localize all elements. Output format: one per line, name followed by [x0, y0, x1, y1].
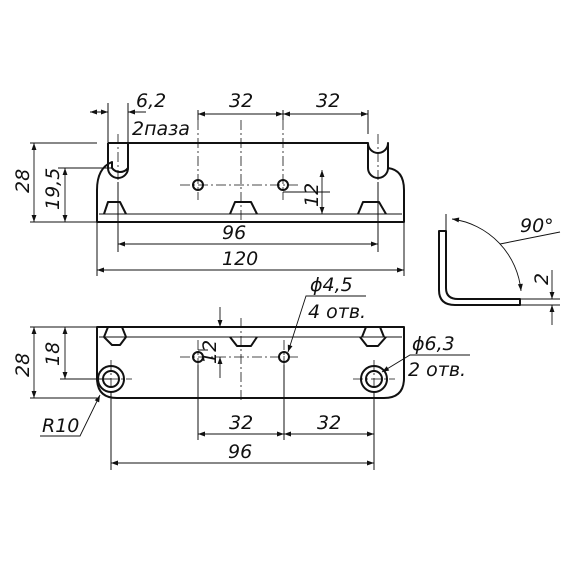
bottom-view-dim-height-total: 28 — [12, 353, 34, 377]
top-view-dim-slot-width: 6,2 — [136, 90, 166, 112]
side-view-dim-angle: 90° — [520, 215, 554, 237]
top-view-dim-hole-offset: 12 — [301, 183, 323, 207]
side-view-angle-arc — [451, 217, 523, 292]
bottom-view-large-hole-count: 2 отв. — [408, 359, 466, 381]
side-view: 90° 2 — [438, 214, 561, 325]
bottom-view-small-hole-leader — [287, 295, 366, 353]
top-view-dim-length: 120 — [222, 248, 258, 270]
top-view: 6,2 2паза 32 32 28 19,5 12 96 120 — [12, 90, 405, 276]
bottom-view-centerlines — [90, 318, 395, 400]
top-view-dim-height-slot: 19,5 — [42, 168, 64, 210]
bottom-view-large-hole-dia: ϕ6,3 — [412, 333, 455, 355]
side-view-dim-thickness: 2 — [531, 273, 553, 285]
top-view-dim-pitch-left: 32 — [229, 90, 253, 112]
top-view-dim-slot-span: 96 — [222, 222, 246, 244]
top-view-dim-height-total: 28 — [12, 169, 34, 193]
top-view-rib-left — [103, 201, 127, 215]
bottom-view-corner-radius: R10 — [42, 415, 79, 437]
side-view-angle-leader — [499, 231, 561, 245]
bottom-view-small-hole-count: 4 отв. — [308, 301, 366, 323]
top-view-outline — [96, 142, 405, 223]
bottom-view-radius-leader — [40, 394, 101, 437]
bottom-view-dim-height-hole: 18 — [42, 342, 64, 366]
top-view-extension-lines — [30, 103, 405, 276]
bottom-view-rib-middle — [229, 336, 258, 347]
top-view-rib-middle — [229, 201, 258, 215]
bottom-view-dim-pitch-right: 32 — [317, 412, 341, 434]
bottom-view-rib-right — [359, 326, 387, 347]
bottom-view: 28 18 12 ϕ4,5 4 отв. ϕ6,3 2 отв. R10 32 … — [12, 274, 470, 470]
top-view-rib-right — [357, 201, 387, 215]
bottom-view-dim-hole-offset: 12 — [199, 340, 221, 364]
bottom-view-large-hole-leader — [381, 354, 470, 373]
bottom-view-rib-left — [103, 326, 127, 346]
top-view-centerlines — [117, 120, 379, 220]
top-view-dim-slot-count: 2паза — [132, 118, 190, 140]
bottom-view-dim-pitch-left: 32 — [229, 412, 253, 434]
top-view-dim-pitch-right: 32 — [316, 90, 340, 112]
bottom-view-outline — [96, 326, 405, 399]
side-view-thickness-ext — [520, 298, 560, 306]
bottom-view-dim-span: 96 — [228, 441, 252, 463]
bottom-view-small-hole-dia: ϕ4,5 — [310, 274, 353, 296]
